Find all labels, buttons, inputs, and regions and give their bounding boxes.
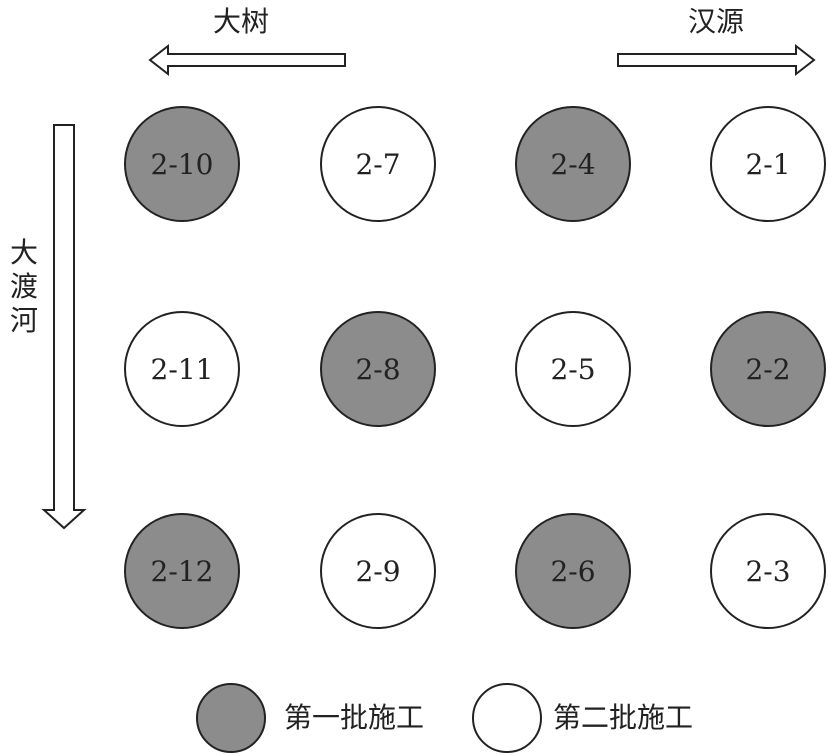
direction-label-down: 大渡河 — [10, 236, 39, 337]
pile-label: 2-6 — [550, 554, 596, 588]
legend-batch2-label: 第二批施工 — [553, 701, 694, 734]
pile-label: 2-8 — [355, 352, 401, 386]
direction-label-right: 汉源 — [688, 5, 745, 38]
pile-label: 2-4 — [550, 147, 596, 181]
direction-label-left: 大树 — [213, 5, 270, 38]
pile-label: 2-7 — [355, 147, 401, 181]
pile-circle: 2-1 — [710, 106, 826, 222]
pile-circle: 2-7 — [320, 106, 436, 222]
pile-circle: 2-12 — [124, 513, 240, 629]
arrow-down-icon — [41, 124, 87, 530]
pile-label: 2-2 — [745, 352, 791, 386]
pile-circle: 2-9 — [320, 513, 436, 629]
arrow-left-icon — [148, 43, 346, 77]
pile-circle: 2-5 — [515, 311, 631, 427]
pile-circle: 2-10 — [124, 106, 240, 222]
pile-label: 2-3 — [745, 554, 791, 588]
pile-circle: 2-2 — [710, 311, 826, 427]
pile-circle: 2-8 — [320, 311, 436, 427]
pile-label: 2-1 — [745, 147, 791, 181]
pile-circle: 2-4 — [515, 106, 631, 222]
arrow-right-icon — [617, 43, 816, 77]
legend-batch1-label: 第一批施工 — [284, 701, 425, 734]
legend-batch2-swatch — [472, 683, 542, 753]
pile-label: 2-11 — [150, 352, 214, 386]
pile-label: 2-9 — [355, 554, 401, 588]
pile-label: 2-5 — [550, 352, 596, 386]
pile-label: 2-10 — [150, 147, 214, 181]
legend-batch1-swatch — [196, 683, 266, 753]
pile-circle: 2-11 — [124, 311, 240, 427]
pile-circle: 2-3 — [710, 513, 826, 629]
pile-circle: 2-6 — [515, 513, 631, 629]
pile-label: 2-12 — [150, 554, 214, 588]
